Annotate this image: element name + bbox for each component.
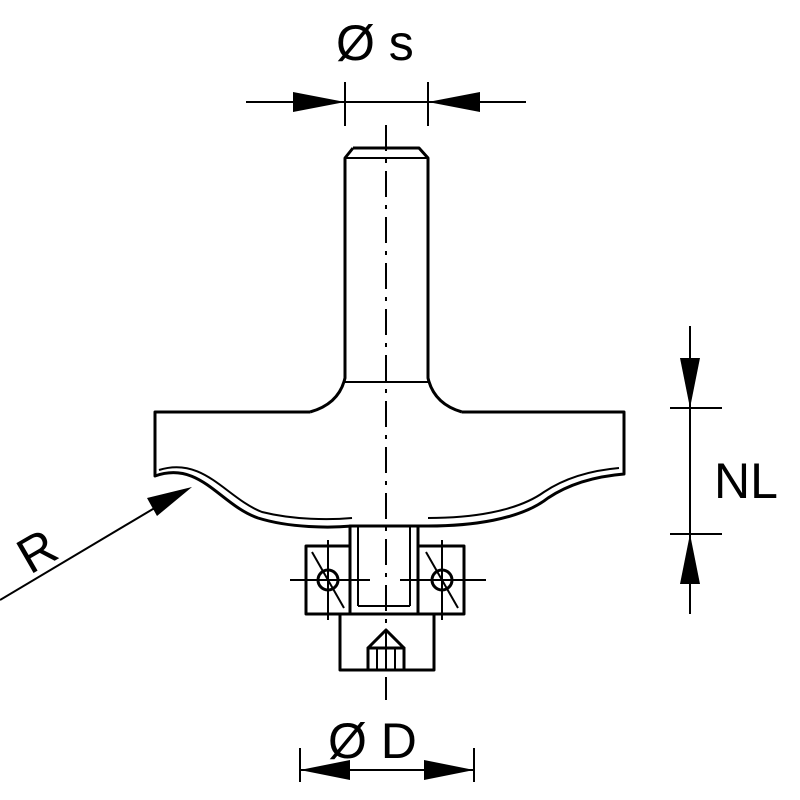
cutting-diameter-label: Ø D bbox=[328, 713, 417, 769]
radius-label: R bbox=[8, 518, 67, 585]
bearing-left-ball bbox=[316, 568, 340, 592]
cutter-left-edge-line bbox=[158, 466, 353, 521]
cutter-right-edge-line bbox=[427, 467, 620, 519]
arrow-right-pointing bbox=[293, 92, 345, 112]
cutting-length-dimension: NL bbox=[670, 326, 778, 614]
radius-dimension: R bbox=[0, 487, 192, 601]
radius-leader-line bbox=[0, 505, 159, 601]
shank-diameter-dimension: Ø s bbox=[246, 15, 526, 126]
radius-arrowhead bbox=[147, 487, 192, 516]
shank-right-edge bbox=[353, 146, 463, 414]
cutting-diameter-dimension: Ø D bbox=[299, 713, 475, 782]
bearing-right-ball bbox=[430, 568, 454, 592]
arrow-right-pointing bbox=[424, 760, 474, 780]
cutter-body bbox=[153, 410, 626, 529]
arrow-left-pointing bbox=[300, 760, 350, 780]
arrow-up-pointing bbox=[680, 534, 700, 584]
bearing-hub bbox=[348, 524, 420, 616]
shank-left-edge bbox=[309, 147, 355, 414]
arrow-down-pointing bbox=[680, 358, 700, 408]
bearing-left-hatch bbox=[311, 551, 345, 609]
cutting-length-label: NL bbox=[714, 453, 778, 509]
shank-diameter-label: Ø s bbox=[336, 15, 414, 71]
bearing-right-hatch bbox=[425, 551, 459, 609]
arrow-left-pointing bbox=[428, 92, 480, 112]
